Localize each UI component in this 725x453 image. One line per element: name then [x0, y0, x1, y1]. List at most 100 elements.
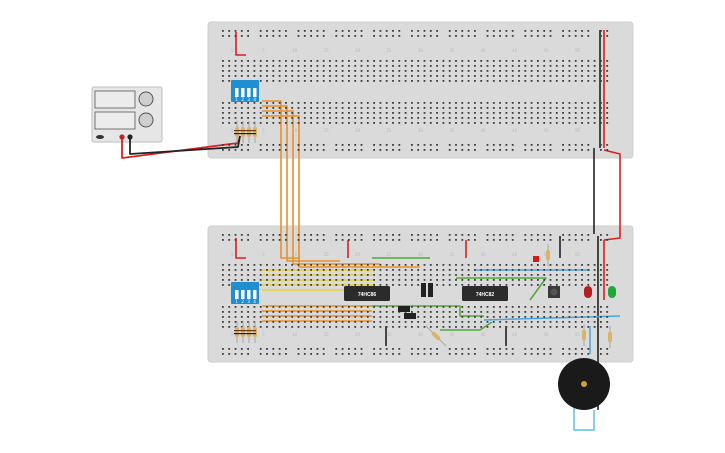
breadboard-hole	[354, 107, 357, 109]
piezo-buzzer[interactable]	[558, 358, 610, 410]
breadboard-hole	[348, 144, 350, 146]
breadboard-hole	[316, 316, 319, 318]
breadboard-hole	[574, 284, 577, 286]
breadboard-hole	[222, 60, 224, 62]
breadboard-hole	[467, 279, 470, 281]
breadboard-hole	[360, 107, 363, 109]
breadboard-hole	[240, 239, 243, 241]
breadboard-top[interactable]	[207, 21, 634, 159]
breadboard-hole	[417, 117, 420, 119]
breadboard-hole	[518, 274, 520, 276]
breadboard-hole	[467, 149, 470, 151]
breadboard-hole	[555, 274, 558, 276]
breadboard-hole	[348, 353, 350, 355]
breadboard-hole	[316, 264, 319, 266]
breadboard-hole	[600, 269, 602, 271]
breadboard-hole	[303, 279, 306, 281]
breadboard-hole	[285, 234, 287, 236]
small-led-red[interactable]	[533, 256, 539, 262]
breadboard-hole	[467, 264, 470, 266]
breadboard-hole	[429, 122, 432, 124]
breadboard-hole	[423, 264, 426, 266]
column-number: 30	[418, 48, 424, 53]
capacitor[interactable]	[421, 283, 433, 297]
power-switch[interactable]	[96, 135, 104, 139]
breadboard-hole	[549, 279, 552, 281]
breadboard-hole	[411, 326, 413, 328]
breadboard-hole	[600, 306, 602, 308]
breadboard-hole	[240, 353, 243, 355]
transistor[interactable]	[398, 306, 416, 319]
breadboard-hole	[474, 326, 476, 328]
resistor-band	[234, 330, 256, 332]
breadboard-hole	[417, 234, 420, 236]
breadboard-hole	[448, 149, 451, 151]
breadboard-hole	[600, 80, 602, 82]
voltage-knob[interactable]	[138, 91, 154, 107]
power-supply[interactable]	[91, 86, 163, 143]
breadboard-hole	[606, 284, 609, 286]
chip-74hc82[interactable]: 74HC82	[462, 286, 508, 301]
breadboard-hole	[310, 321, 312, 323]
breadboard-hole	[303, 30, 306, 32]
breadboard-hole	[341, 107, 344, 109]
breadboard-hole	[379, 60, 382, 62]
breadboard-hole	[429, 234, 432, 236]
breadboard-hole	[417, 80, 420, 82]
breadboard-hole	[291, 274, 294, 276]
breadboard-hole	[398, 353, 401, 355]
breadboard-hole	[259, 149, 262, 151]
breadboard-hole	[574, 75, 577, 77]
breadboard-hole	[543, 326, 546, 328]
breadboard-hole	[429, 80, 432, 82]
breadboard-hole	[518, 311, 520, 313]
breadboard-hole	[543, 264, 546, 266]
breadboard-hole	[322, 279, 325, 281]
breadboard-hole	[240, 279, 243, 281]
breadboard-hole	[442, 112, 445, 114]
breadboard-hole	[562, 353, 564, 355]
breadboard-hole	[511, 70, 514, 72]
breadboard-hole	[600, 274, 602, 276]
breadboard-hole	[568, 65, 571, 67]
breadboard-hole	[543, 234, 546, 236]
positive-terminal[interactable]	[119, 134, 125, 140]
breadboard-hole	[543, 35, 546, 37]
current-knob[interactable]	[138, 112, 154, 128]
breadboard-hole	[310, 80, 312, 82]
breadboard-hole	[316, 112, 319, 114]
breadboard-hole	[448, 306, 451, 308]
breadboard-hole	[480, 269, 483, 271]
breadboard-hole	[568, 60, 571, 62]
breadboard-hole	[411, 234, 413, 236]
breadboard-hole	[411, 117, 413, 119]
led-red[interactable]	[584, 286, 592, 298]
breadboard-hole	[417, 279, 420, 281]
ground-wire	[129, 135, 241, 155]
led-green[interactable]	[608, 286, 616, 298]
breadboard-hole	[297, 30, 300, 32]
breadboard-hole	[511, 326, 514, 328]
breadboard-hole	[373, 144, 375, 146]
breadboard-bottom[interactable]	[207, 225, 634, 363]
breadboard-hole	[505, 239, 508, 241]
breadboard-hole	[392, 284, 394, 286]
negative-terminal[interactable]	[127, 134, 133, 140]
breadboard-hole	[530, 321, 533, 323]
breadboard-hole	[486, 107, 489, 109]
breadboard-hole	[600, 60, 602, 62]
breadboard-hole	[543, 348, 546, 350]
breadboard-hole	[385, 269, 388, 271]
breadboard-hole	[587, 80, 590, 82]
breadboard-hole	[354, 264, 357, 266]
breadboard-hole	[549, 269, 552, 271]
chip-74hc86[interactable]: 74HC86	[344, 286, 390, 301]
pushbutton[interactable]	[548, 286, 560, 298]
breadboard-hole	[272, 269, 275, 271]
breadboard-hole	[272, 264, 275, 266]
breadboard-hole	[574, 122, 577, 124]
breadboard-hole	[492, 353, 495, 355]
breadboard-hole	[587, 234, 590, 236]
